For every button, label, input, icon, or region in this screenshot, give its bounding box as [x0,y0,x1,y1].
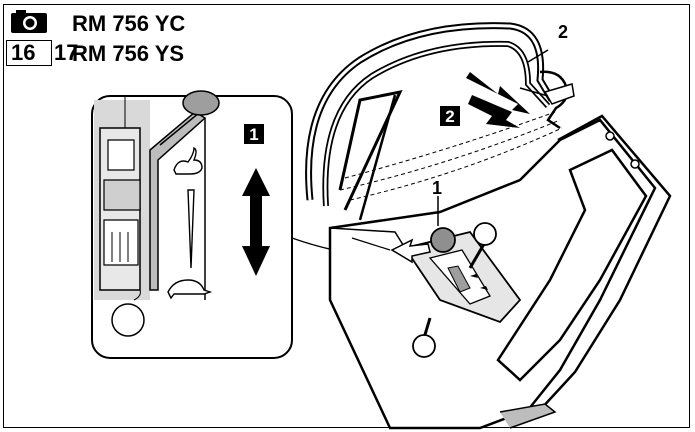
page-number-right: 17 [54,40,79,65]
camera-icon [11,10,47,33]
step-badge-1: 1 [249,125,258,144]
turtle-icon [167,279,213,300]
page-number-box [6,40,52,66]
rabbit-icon [173,146,203,175]
step-badge-2: 2 [445,107,454,126]
callout-label-1: 1 [432,178,442,198]
mower-handle [305,22,672,430]
model-name-yc: RM 756 YC [72,11,186,36]
model-name-ys: RM 756 YS [72,41,185,66]
callout-label-2: 2 [558,22,568,42]
page-number-left: 16 [11,40,36,65]
detail-inset: 1 [91,90,293,359]
